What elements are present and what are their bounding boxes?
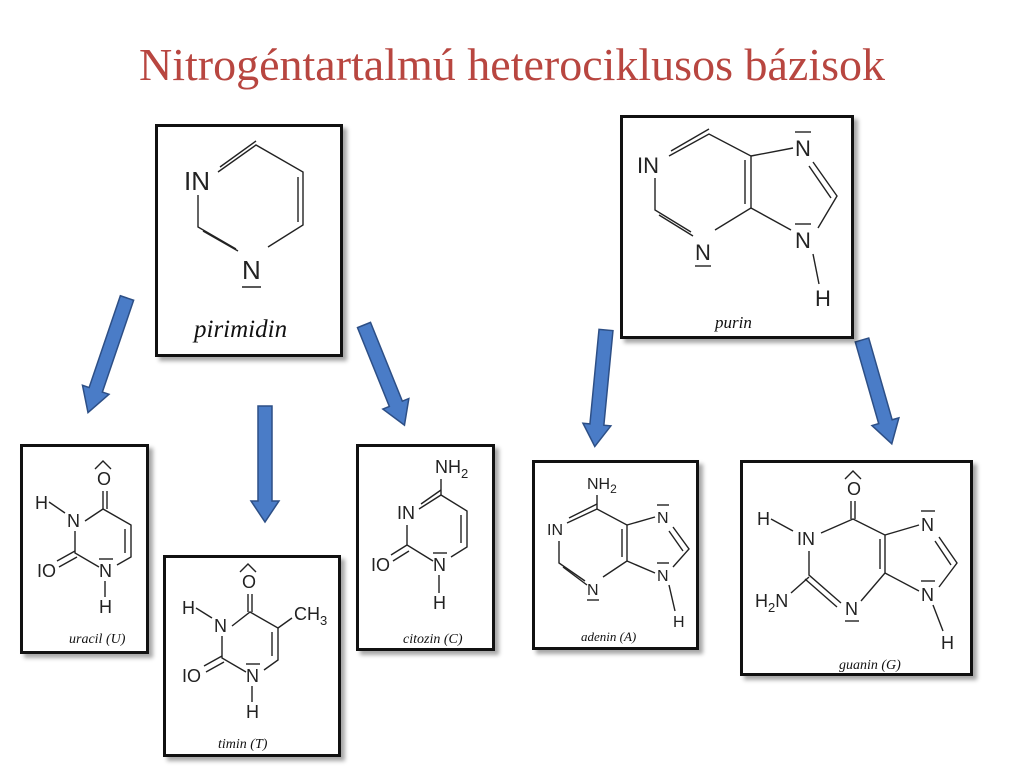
adenin-caption: adenin (A) [581,629,636,644]
purin-n4-label: N [795,228,811,253]
citozin-nh2-label: NH2 [435,457,468,481]
timin-n2-label: N [246,666,259,686]
timin-n1-label: N [214,616,227,636]
timin-structure: O H N CH3 IO N H timin (T) [182,563,327,752]
timin-ch3-label: CH3 [294,604,327,628]
pirimidin-box: IN N pirimidin [155,124,343,357]
uracil-structure: O H N IO N H uracil (U) [35,460,132,647]
citozin-n2-label: N [433,555,446,575]
purin-n3-label: N [795,136,811,161]
purin-h-label: H [815,286,831,311]
guanin-n1-label: IN [797,529,815,549]
slide-title: Nitrogéntartalmú heterociklusos bázisok [138,39,886,90]
adenin-n1-label: IN [547,522,563,539]
purin-n1-label: IN [637,153,659,178]
uracil-o-top-label: O [97,469,111,489]
citozin-caption: citozin (C) [403,632,463,647]
pirimidin-caption: pirimidin [192,316,287,343]
purin-box: IN N N N H purin [620,115,854,339]
uracil-box: O H N IO N H uracil (U) [20,444,149,654]
guanin-n4-label: N [921,585,934,605]
uracil-o-left-label: IO [37,561,56,581]
timin-caption: timin (T) [218,737,268,752]
guanin-h-bottom-label: H [941,633,954,653]
pirimidin-n2-label: N [242,255,261,285]
guanin-o-top-label: O [847,479,861,499]
guanin-h2n-label: H2N [755,591,788,615]
adenin-n4-label: N [657,568,669,585]
adenin-n3-label: N [657,510,669,527]
uracil-n1-label: N [67,511,80,531]
timin-h-bottom-label: H [246,702,259,722]
timin-o-top-label: O [242,572,256,592]
guanin-n3-label: N [921,515,934,535]
uracil-caption: uracil (U) [69,632,126,647]
pirimidin-ring [217,144,304,248]
guanin-h-left-label: H [757,509,770,529]
purin-caption: purin [714,313,752,332]
guanin-structure: O H IN N H2N N N H guanin (G) [755,470,958,673]
timin-h-left-label: H [182,598,195,618]
guanin-n2-label: N [845,599,858,619]
adenin-h-label: H [673,614,685,631]
adenin-structure: NH2 IN N N N H adenin (A) [547,476,690,644]
timin-o-left-label: IO [182,666,201,686]
arrow-to-timin [249,405,281,524]
arrow-to-uracil [81,294,135,414]
adenin-n2-label: N [587,582,599,599]
adenin-box: NH2 IN N N N H adenin (A) [532,460,699,650]
purin-structure: IN N N N H purin [637,128,838,332]
citozin-h-bottom-label: H [433,593,446,613]
citozin-n1-label: IN [397,503,415,523]
pirimidin-structure: IN N pirimidin [184,140,304,343]
adenin-nh2-label: NH2 [587,476,617,496]
uracil-h-bottom-label: H [99,597,112,617]
arrow-to-citozin [356,321,410,427]
citozin-box: NH2 IN IO N H citozin (C) [356,444,495,651]
purin-n2-label: N [695,240,711,265]
uracil-n2-label: N [99,561,112,581]
arrow-to-adenin [581,328,614,448]
guanin-caption: guanin (G) [839,658,901,673]
arrow-to-guanin [854,337,900,446]
guanin-box: O H IN N H2N N N H guanin (G) [740,460,973,676]
pirimidin-n1-label: IN [184,166,210,196]
uracil-h-left-label: H [35,493,48,513]
citozin-o-left-label: IO [371,555,390,575]
citozin-structure: NH2 IN IO N H citozin (C) [371,457,468,647]
timin-box: O H N CH3 IO N H timin (T) [163,555,341,757]
